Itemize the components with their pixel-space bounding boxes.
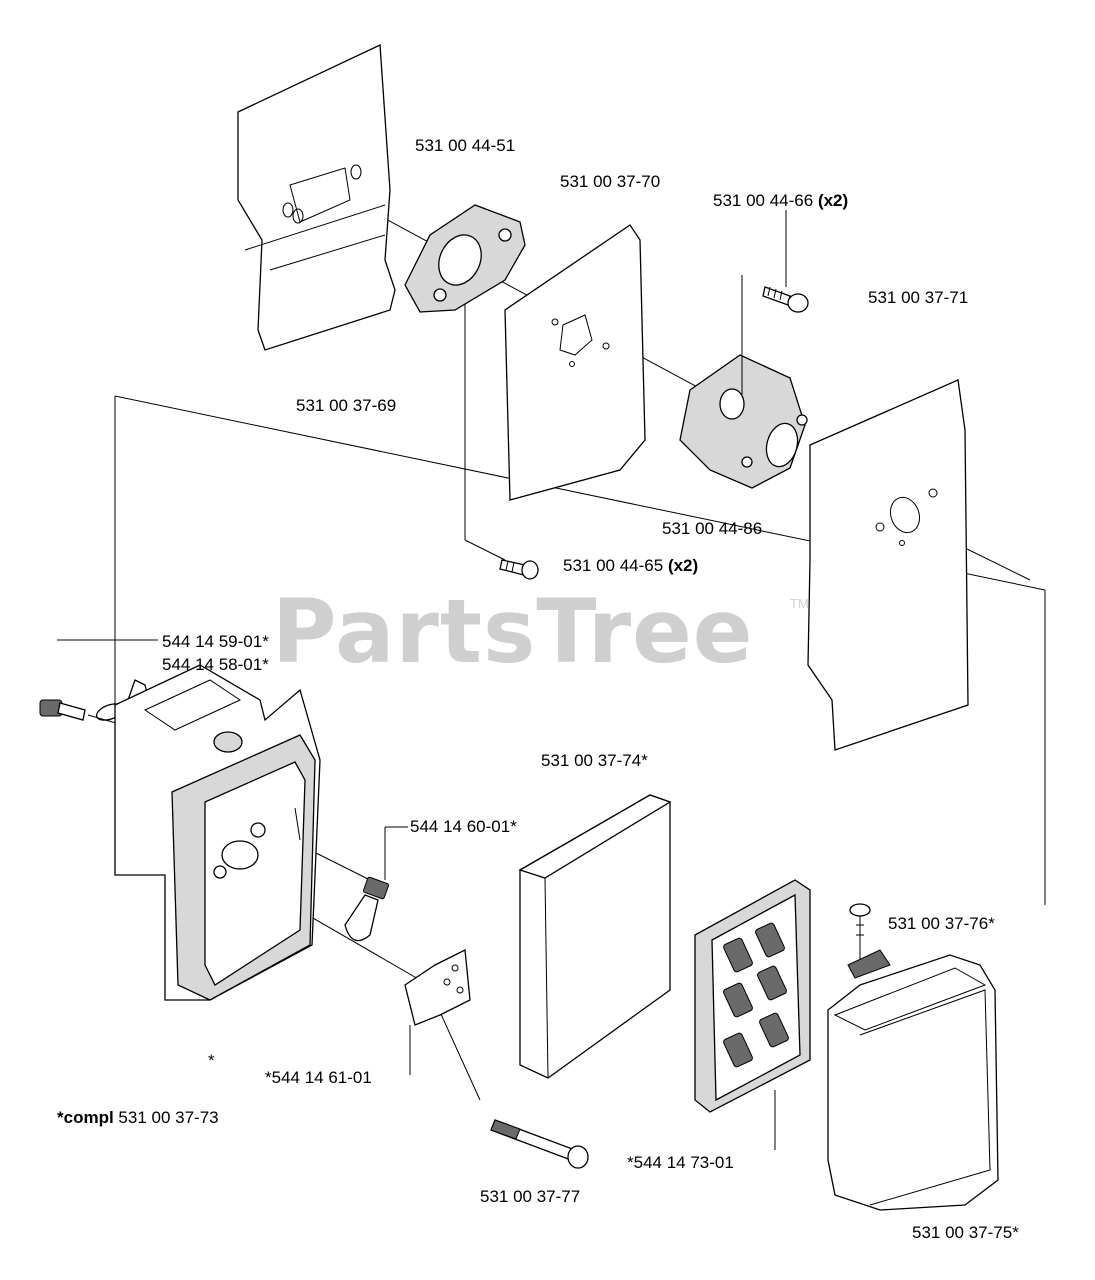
label-531-00-44-51: 531 00 44-51: [415, 136, 516, 155]
bracket-544-14-61-01: [404, 948, 471, 1075]
compl-number: 531 00 37-73: [118, 1108, 219, 1127]
link-544-14-60-01: [344, 826, 408, 942]
label-part-number: 531 00 44-65: [563, 556, 664, 575]
filter-element-531-00-37-74: [518, 794, 672, 1079]
screw-531-00-37-76: [847, 903, 891, 979]
label-compl-531-00-37-73: *compl 531 00 37-73: [57, 1109, 219, 1126]
spacer-531-00-44-51: [404, 204, 526, 313]
label-531-00-37-77: 531 00 37-77: [480, 1187, 581, 1206]
label-544-14-61-01: *544 14 61-01: [265, 1068, 372, 1087]
label-544-14-58-01: 544 14 58-01*: [162, 655, 269, 674]
label-531-00-44-86: 531 00 44-86: [662, 519, 763, 538]
gasket-531-00-37-70: [504, 224, 646, 501]
label-531-00-44-66: 531 00 44-66 (x2): [713, 192, 848, 209]
cover-531-00-37-75: [827, 954, 999, 1211]
label-531-00-37-70: 531 00 37-70: [560, 172, 661, 191]
label-531-00-37-69: 531 00 37-69: [296, 396, 397, 415]
screw-531-00-44-65: [499, 559, 539, 580]
watermark: PartsTree: [272, 588, 753, 676]
screw-531-00-44-66: [762, 210, 809, 313]
label-531-00-37-76: 531 00 37-76*: [888, 914, 995, 933]
label-531-00-37-71: 531 00 37-71: [868, 288, 969, 307]
label-quantity: (x2): [667, 556, 699, 575]
label-531-00-44-65: 531 00 44-65 (x2): [563, 557, 698, 574]
label-quantity: (x2): [817, 191, 849, 210]
filter-housing: [114, 664, 321, 1001]
label-544-14-73-01: *544 14 73-01: [627, 1153, 734, 1172]
star-note: *: [208, 1051, 215, 1070]
label-544-14-59-01: 544 14 59-01*: [162, 632, 269, 651]
label-part-number: 531 00 44-66: [713, 191, 814, 210]
label-531-00-37-74: 531 00 37-74*: [541, 751, 648, 770]
label-531-00-37-75: 531 00 37-75*: [912, 1223, 1019, 1242]
gasket-531-00-37-69: [237, 44, 396, 351]
compl-prefix: *compl: [57, 1108, 114, 1127]
watermark-trademark: TM: [790, 596, 809, 611]
filter-frame-544-14-73-01: [694, 879, 811, 1150]
bolt-531-00-37-77: [490, 1119, 589, 1169]
gasket-531-00-37-71: [807, 379, 969, 751]
adapter-531-00-44-86: [679, 275, 808, 489]
label-544-14-60-01: 544 14 60-01*: [410, 817, 517, 836]
watermark-text: PartsTree: [272, 580, 754, 683]
